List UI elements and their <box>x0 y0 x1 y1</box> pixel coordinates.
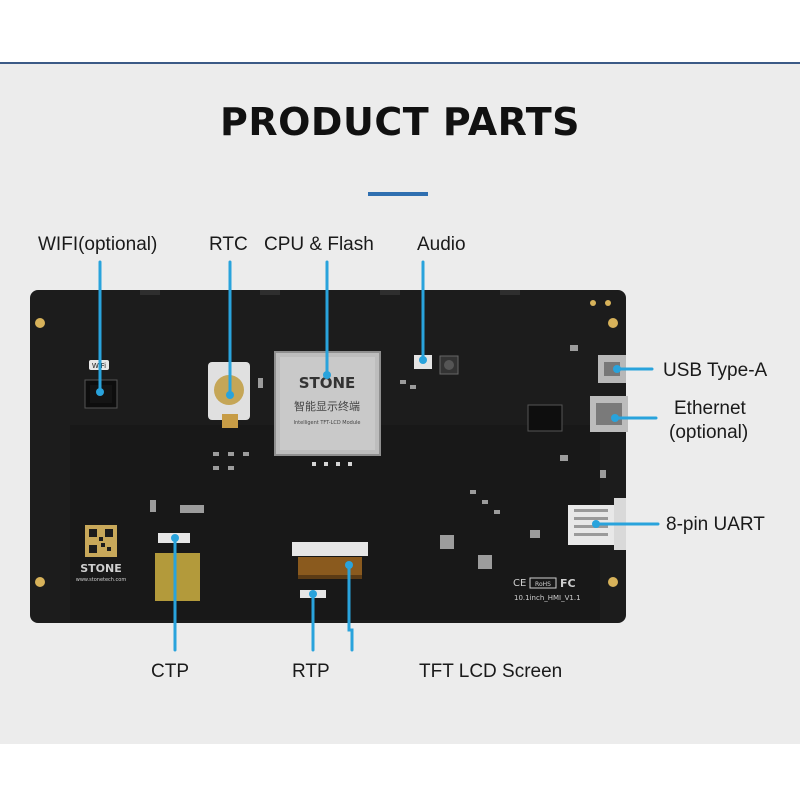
label-audio: Audio <box>417 234 466 255</box>
chip-subtitle: Intelligent TFT-LCD Module <box>294 420 361 426</box>
callout-lines <box>98 260 660 652</box>
tft-fpc-connector <box>292 542 368 579</box>
ethernet-connector <box>590 396 628 432</box>
edge-tabs <box>140 290 520 295</box>
label-wifi: WIFI(optional) <box>38 234 158 255</box>
board-website: www.stonetech.com <box>76 577 127 583</box>
page-title: PRODUCT PARTS <box>220 100 580 144</box>
qr-code <box>85 525 117 557</box>
label-ethernet-line2: (optional) <box>669 422 749 443</box>
cert-rohs-box <box>529 577 557 589</box>
callout-line-tft <box>347 563 354 652</box>
label-rtp: RTP <box>292 661 330 682</box>
board-brand-logo: STONE <box>80 562 122 575</box>
smd-components <box>150 345 606 569</box>
chip-chinese-text: 智能显示终端 <box>294 399 360 413</box>
chip-brand: STONE <box>299 374 356 392</box>
label-ctp: CTP <box>151 661 189 682</box>
ethernet-chip <box>527 404 563 432</box>
callout-dots <box>96 356 621 598</box>
title-accent-bar <box>368 192 428 196</box>
board-model: 10.1inch_HMI_V1.1 <box>514 594 581 602</box>
label-ethernet-line1: Ethernet <box>674 398 746 419</box>
label-uart: 8-pin UART <box>666 514 765 535</box>
label-tft: TFT LCD Screen <box>419 661 563 682</box>
cert-rohs: RoHS <box>535 581 551 588</box>
cert-ce: CE <box>513 578 526 589</box>
label-cpu: CPU & Flash <box>264 234 374 255</box>
label-rtc: RTC <box>209 234 248 255</box>
cert-fc: FC <box>560 577 576 590</box>
label-usb: USB Type-A <box>663 360 768 381</box>
chip-pads <box>312 462 352 466</box>
mounting-holes <box>35 300 618 587</box>
